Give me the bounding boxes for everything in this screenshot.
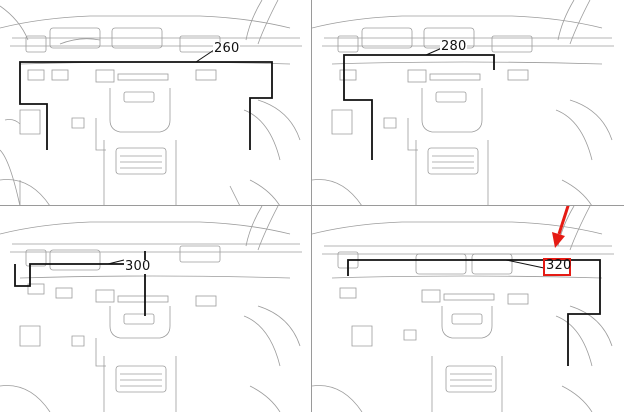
panel-300: 300 xyxy=(0,206,312,412)
red-arrow-icon xyxy=(552,206,570,248)
panel-260: 260 xyxy=(0,0,312,206)
value-label: 260 xyxy=(213,41,241,56)
panel-320: 320 xyxy=(312,206,624,412)
value-label: 280 xyxy=(440,39,468,54)
value-label: 300 xyxy=(124,259,152,274)
vertical-divider xyxy=(311,0,312,412)
dashboard-sketch xyxy=(312,206,614,412)
horizontal-divider xyxy=(0,205,624,206)
panel-280: 280 xyxy=(312,0,624,206)
value-label: 320 xyxy=(546,258,572,273)
dashboard-sketch xyxy=(0,206,302,412)
red-rectangle-highlight xyxy=(543,258,571,276)
dashboard-sketch xyxy=(0,0,302,206)
dashboard-sketch xyxy=(312,0,614,206)
